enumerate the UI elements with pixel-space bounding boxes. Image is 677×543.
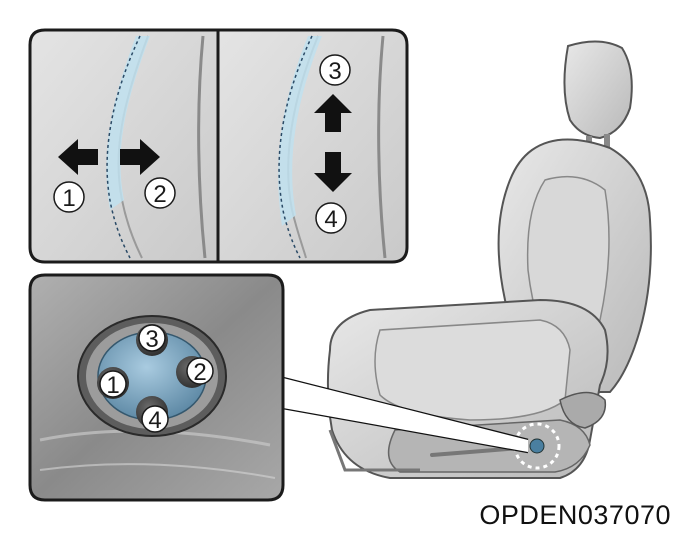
switch-label-3: 3: [145, 326, 158, 353]
lumbar-up-down-panel: 3 4: [216, 28, 409, 264]
lumbar-switch-icon: [529, 438, 545, 454]
highlight-circle-icon: [513, 422, 561, 470]
switch-label-4: 4: [148, 407, 161, 434]
lumbar-support-shape-icon: [106, 36, 150, 210]
figure-code: OPDEN037070: [479, 500, 671, 530]
lumbar-in-out-panel: 1 2: [28, 28, 220, 264]
label-4: 4: [324, 206, 337, 233]
arrow-right-icon: [120, 139, 160, 175]
label-2: 2: [153, 181, 166, 208]
arrow-down-icon: [314, 152, 352, 192]
arrow-up-icon: [314, 94, 352, 132]
switch-label-1: 1: [106, 372, 119, 399]
label-1: 1: [62, 185, 75, 212]
switch-closeup-panel: 3 1 2 4: [28, 273, 285, 502]
arrow-left-icon: [58, 139, 98, 175]
switch-label-2: 2: [193, 359, 206, 386]
label-3: 3: [328, 58, 341, 85]
